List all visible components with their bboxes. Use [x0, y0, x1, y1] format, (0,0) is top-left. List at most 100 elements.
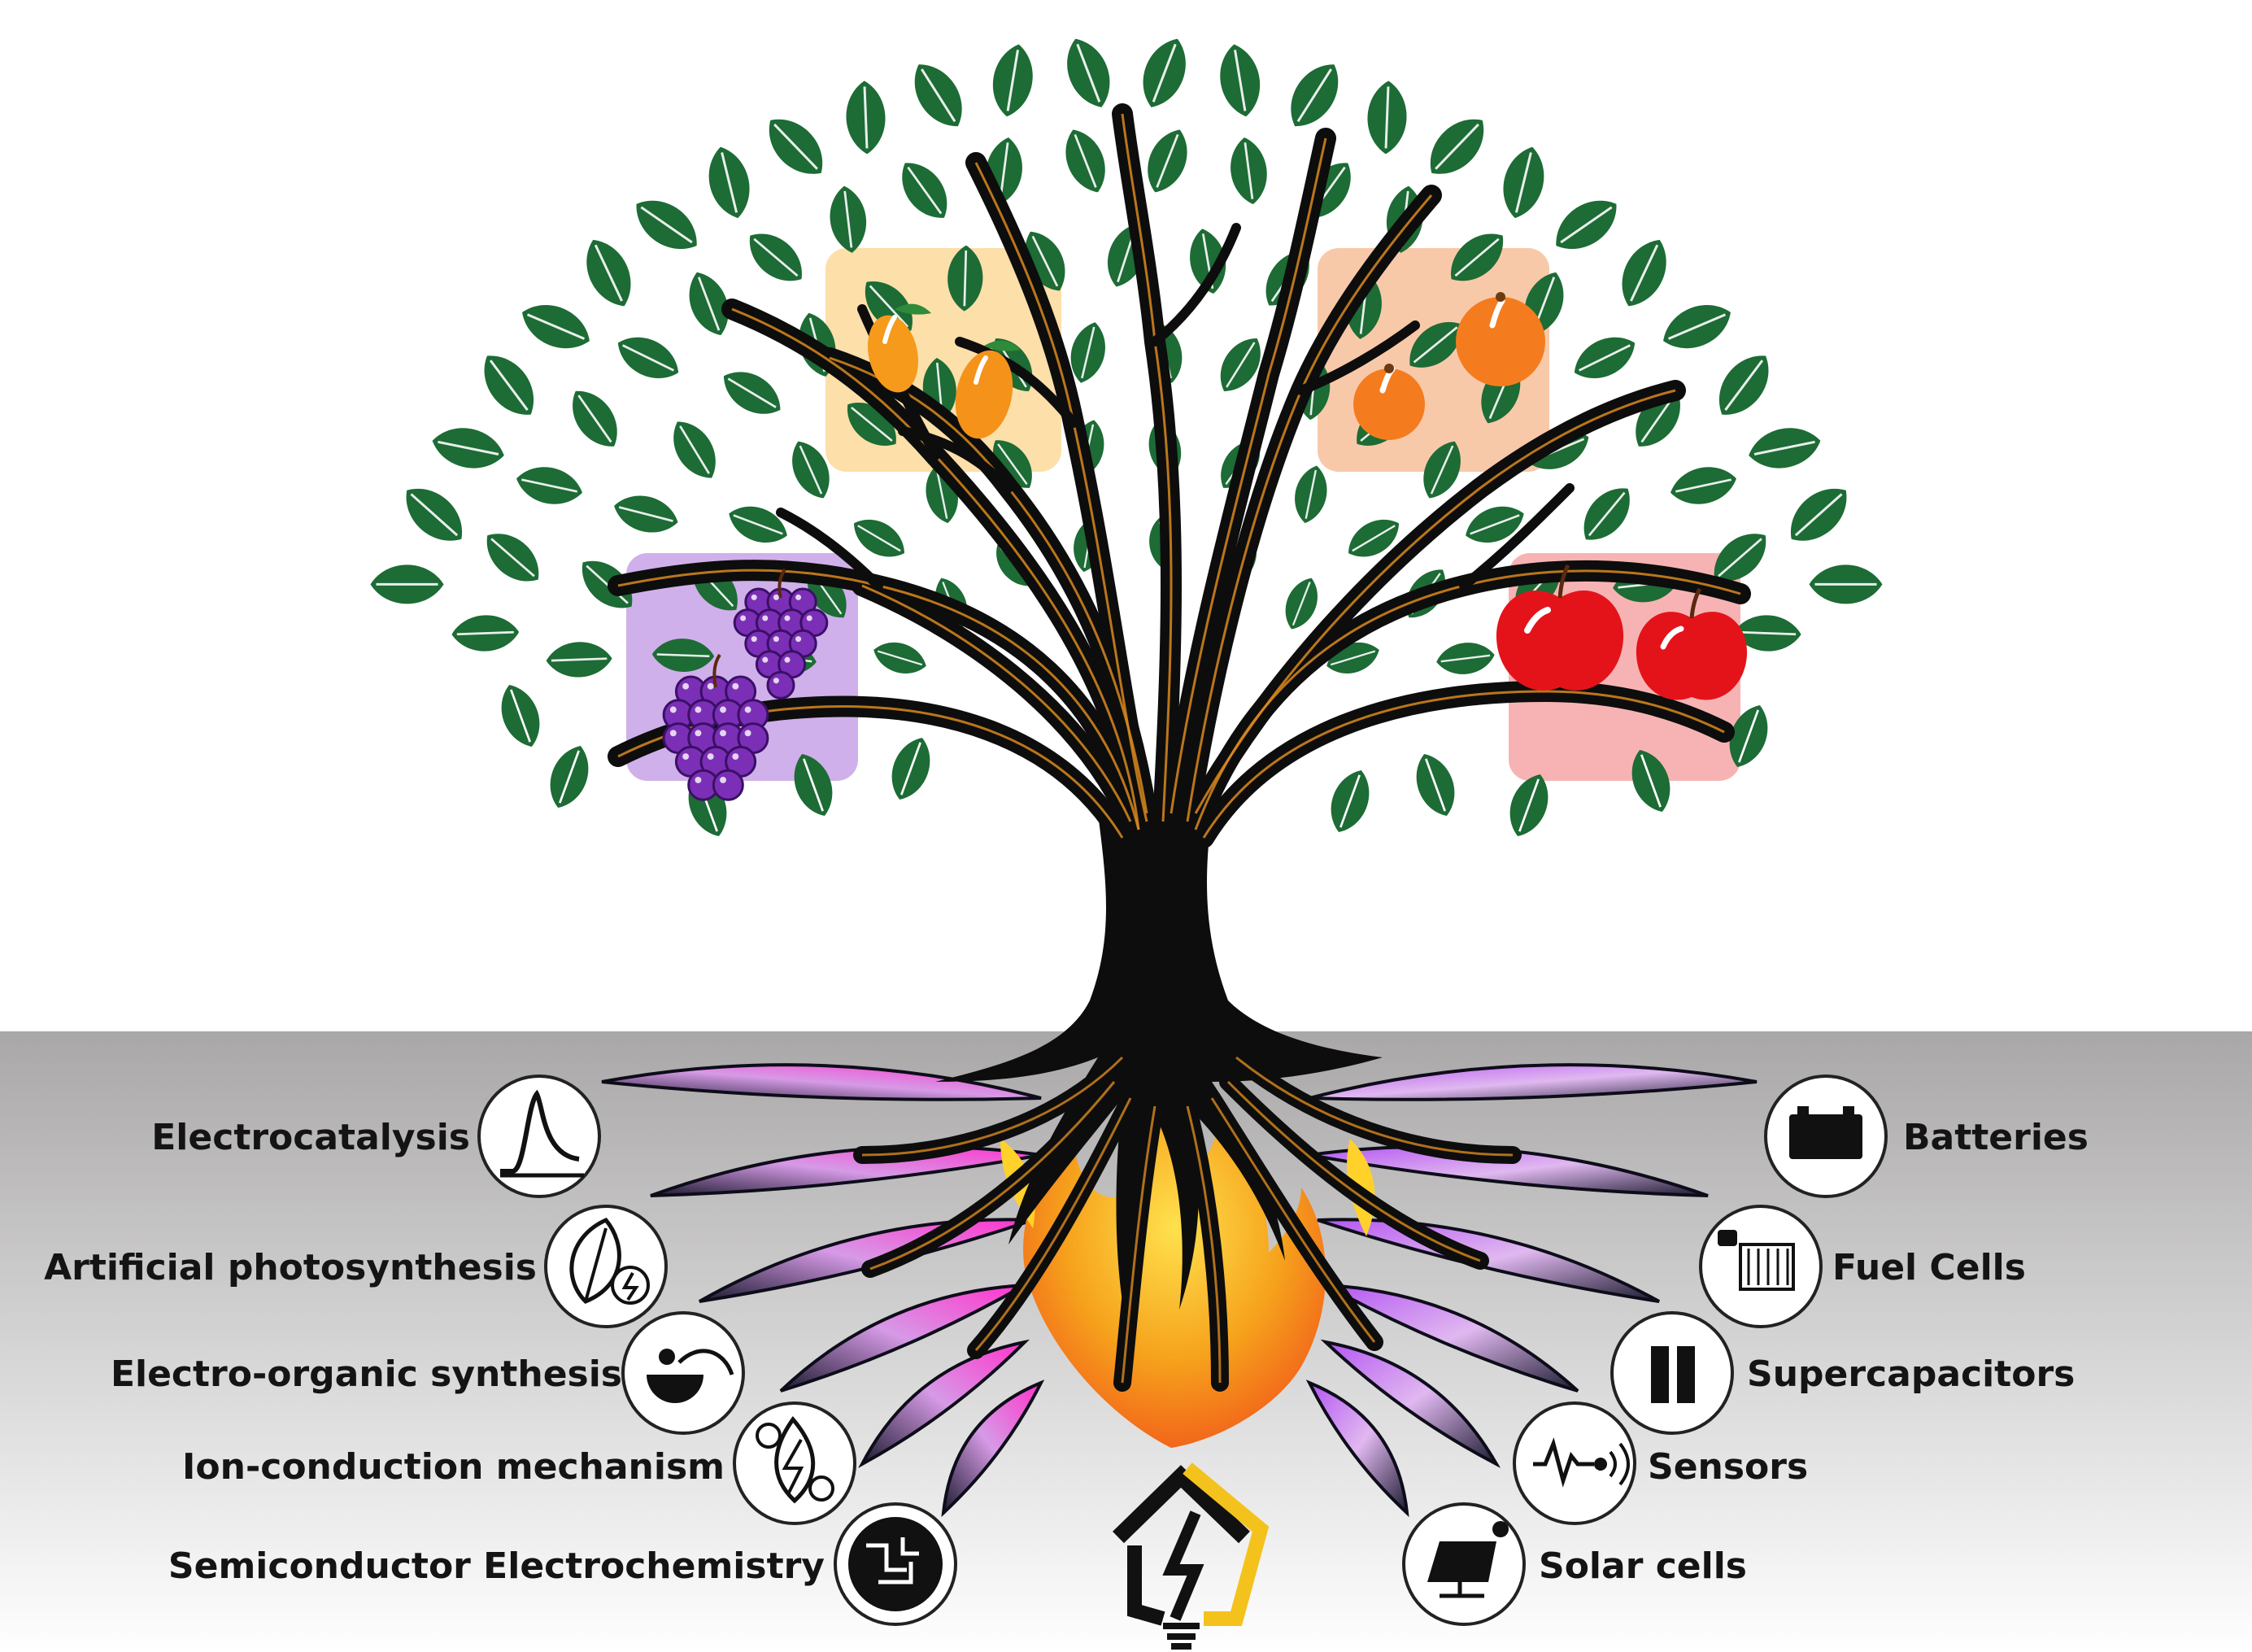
grape-icon — [662, 568, 829, 801]
leaf-icon — [486, 534, 539, 582]
leaf-icon — [522, 305, 590, 349]
leaf-icon — [1367, 81, 1407, 155]
label-electro-organic-synthesis: Electro-organic synthesis — [110, 1353, 622, 1395]
leaf-icon — [947, 245, 983, 312]
leaf-icon — [484, 355, 534, 415]
leaf-icon — [432, 428, 504, 469]
leaf-icon — [370, 564, 444, 604]
leaf-icon — [794, 753, 833, 817]
orange-icon — [1353, 292, 1545, 440]
leaf-icon — [1670, 467, 1736, 504]
tree-branches — [608, 103, 1751, 848]
leaf-icon — [1331, 769, 1370, 833]
leaf-icon — [1583, 488, 1630, 540]
leaf-icon — [582, 560, 633, 608]
leaf-icon — [1067, 38, 1110, 107]
leaf-icon — [1729, 704, 1768, 768]
leaf-energy-icon — [544, 1205, 668, 1328]
leaf-icon — [1749, 428, 1821, 469]
label-batteries: Batteries — [1903, 1117, 2089, 1158]
leaf-icon — [792, 441, 830, 499]
leaf-icon — [1718, 355, 1769, 415]
leaf-icon — [1430, 119, 1484, 174]
leaf-icon — [1295, 465, 1327, 524]
leaf-icon — [830, 185, 867, 253]
leaf-icon — [891, 737, 930, 800]
label-artificial-photosynthesis: Artificial photosynthesis — [44, 1247, 537, 1288]
leaf-icon — [1291, 64, 1339, 127]
leaf-icon — [914, 64, 962, 127]
label-solar-cells: Solar cells — [1539, 1545, 1747, 1587]
leaf-icon — [1631, 749, 1670, 813]
apple-icon — [1496, 564, 1748, 700]
leaf-icon — [1070, 322, 1105, 383]
leaf-icon — [1574, 337, 1636, 379]
label-supercapacitors: Supercapacitors — [1747, 1353, 2076, 1395]
leaf-icon — [1790, 489, 1847, 541]
leaf-icon — [1409, 322, 1461, 368]
supercapacitor-icon — [1610, 1311, 1734, 1435]
label-sensors: Sensors — [1648, 1446, 1809, 1488]
leaf-icon — [1416, 753, 1455, 817]
leaf-icon — [689, 272, 729, 336]
leaf-icon — [550, 745, 589, 809]
leaf-icon — [865, 281, 913, 332]
leaf-icon — [854, 520, 904, 557]
leaf-icon — [1503, 146, 1544, 219]
label-semiconductor-electrochemistry: Semiconductor Electrochemistry — [168, 1545, 825, 1587]
leaf-icon — [673, 421, 716, 478]
leaf-icon — [546, 642, 612, 678]
tree-canopy — [370, 38, 1883, 837]
leaf-icon — [1231, 137, 1267, 205]
leaf-icon — [1348, 520, 1399, 557]
leaf-icon — [1714, 534, 1766, 582]
leaf-icon — [1065, 129, 1105, 193]
leaf-icon — [636, 200, 697, 249]
leaf-icon — [501, 684, 540, 748]
leaf-icon — [1423, 441, 1461, 499]
leaf-icon — [1143, 38, 1186, 107]
leaf-icon — [749, 233, 802, 281]
mango-icon — [868, 303, 1021, 439]
leaf-icon — [1451, 233, 1504, 281]
leaf-icon — [1809, 564, 1883, 604]
label-ion-conduction-mechanism: Ion-conduction mechanism — [182, 1446, 725, 1488]
battery-icon — [1764, 1074, 1888, 1198]
leaf-icon — [1663, 305, 1731, 349]
fuel-cell-icon — [1699, 1205, 1823, 1328]
sensor-signal-icon — [1513, 1401, 1636, 1525]
leaf-icon — [1436, 643, 1495, 674]
leaf-icon — [902, 163, 947, 218]
leaf-icon — [723, 372, 781, 414]
leaf-icon — [617, 337, 679, 379]
leaf-icon — [729, 506, 787, 543]
leaf-icon — [516, 467, 582, 504]
leaf-icon — [1148, 129, 1187, 193]
leaf-icon — [1466, 506, 1524, 543]
root-wings — [601, 1063, 1758, 1518]
leaf-icon — [586, 239, 631, 307]
leaf-icon — [873, 642, 926, 673]
leaf-icon — [769, 119, 823, 174]
leaf-icon — [1220, 44, 1261, 117]
leaf-icon — [406, 489, 463, 541]
ion-charge-icon — [733, 1401, 856, 1525]
flask-synthesis-icon — [621, 1311, 745, 1435]
leaf-icon — [451, 615, 520, 652]
leaf-icon — [1733, 615, 1801, 652]
leaf-icon — [573, 390, 617, 447]
tree-roots — [853, 1048, 1522, 1392]
leaf-icon — [1285, 578, 1318, 630]
leaf-icon — [708, 146, 750, 219]
leaf-icon — [846, 81, 886, 155]
solar-panel-icon — [1402, 1502, 1526, 1626]
leaf-icon — [992, 44, 1033, 117]
leaf-icon — [1220, 338, 1261, 391]
leaf-icon — [1556, 200, 1617, 249]
label-electrocatalysis: Electrocatalysis — [151, 1117, 470, 1158]
house-bulb-logo — [1113, 1462, 1270, 1650]
cv-curve-icon — [477, 1074, 601, 1198]
leaf-icon — [1622, 239, 1666, 307]
circuit-chip-icon — [834, 1502, 957, 1626]
